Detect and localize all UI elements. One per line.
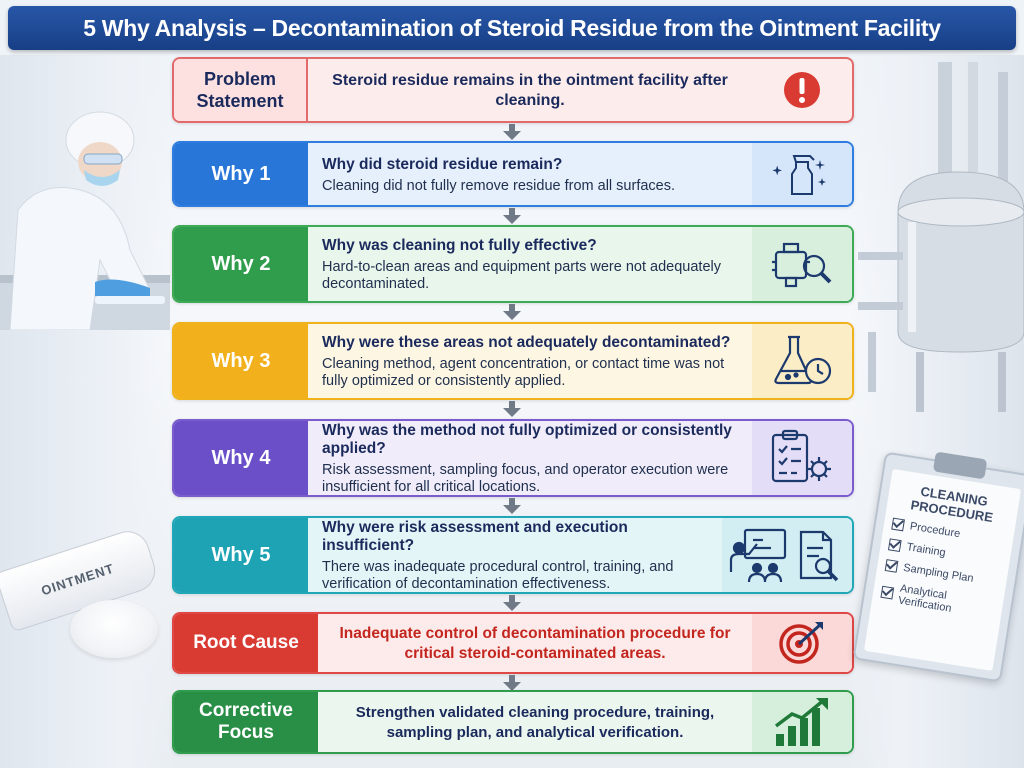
why-1-row: Why 1 Why did steroid residue remain? Cl… [172,141,854,207]
why-5-label: Why 5 [174,518,308,592]
checklist-gear-icon [752,421,852,495]
why-2-answer: Hard-to-clean areas and equipment parts … [322,259,721,292]
problem-statement-text: Steroid residue remains in the ointment … [332,72,728,109]
why-4-label: Why 4 [174,421,308,495]
clipboard-item: Analytical Verification [880,580,996,622]
problem-statement-label: Problem Statement [174,59,308,121]
why-2-label: Why 2 [174,227,308,301]
clipboard-item-label: Sampling Plan [902,561,975,585]
corrective-focus-label: Corrective Focus [174,692,318,752]
root-cause-row: Root Cause Inadequate control of deconta… [172,612,854,674]
why-3-content: Why were these areas not adequately deco… [308,324,752,398]
title-bar: 5 Why Analysis – Decontamination of Ster… [8,6,1016,50]
why-5-content: Why were risk assessment and execution i… [308,518,722,592]
why-2-question: Why was cleaning not fully effective? [322,237,597,254]
why-3-question: Why were these areas not adequately deco… [322,334,731,351]
why-1-label: Why 1 [174,143,308,205]
technician-illustration [0,100,170,330]
growth-chart-icon [752,692,852,752]
why-3-row: Why 3 Why were these areas not adequatel… [172,322,854,400]
flow-arrow [503,595,521,611]
why-3-label: Why 3 [174,324,308,398]
clipboard-item-label: Procedure [909,520,962,541]
spray-bottle-icon [752,143,852,205]
clipboard-item-label: Training [905,541,947,560]
flow-arrow [503,124,521,140]
page-title: 5 Why Analysis – Decontamination of Ster… [83,14,941,41]
flow-arrow [503,498,521,514]
root-cause-label: Root Cause [174,614,318,672]
why-1-question: Why did steroid residue remain? [322,155,563,173]
root-cause-content: Inadequate control of decontamination pr… [318,614,752,672]
checkbox-icon [884,559,899,573]
why-5-question: Why were risk assessment and execution i… [322,519,628,554]
flask-clock-icon [752,324,852,398]
why-4-content: Why was the method not fully optimized o… [308,421,752,495]
why-5-answer: There was inadequate procedural control,… [322,559,674,592]
steel-tank-illustration [858,62,1024,422]
problem-statement-row: Problem Statement Steroid residue remain… [172,57,854,123]
target-icon [752,614,852,672]
flow-arrow [503,304,521,320]
problem-statement-content: Steroid residue remains in the ointment … [308,59,752,121]
clipboard-paper: CLEANING PROCEDURE Procedure Training Sa… [863,468,1022,671]
why-5-row: Why 5 Why were risk assessment and execu… [172,516,854,594]
why-4-question: Why was the method not fully optimized o… [322,422,732,457]
corrective-focus-row: Corrective Focus Strengthen validated cl… [172,690,854,754]
why-1-content: Why did steroid residue remain? Cleaning… [308,143,752,205]
ointment-cream-dollop [70,600,158,658]
corrective-focus-text: Strengthen validated cleaning procedure,… [355,704,715,741]
why-4-row: Why 4 Why was the method not fully optim… [172,419,854,497]
flow-arrow [503,675,521,691]
clipboard-item-label: Analytical Verification [897,582,953,615]
why-4-answer: Risk assessment, sampling focus, and ope… [322,462,729,495]
why-3-answer: Cleaning method, agent concentration, or… [322,356,725,389]
training-document-icon [722,518,852,592]
why-2-content: Why was cleaning not fully effective? Ha… [308,227,752,301]
corrective-focus-content: Strengthen validated cleaning procedure,… [318,692,752,752]
checkbox-icon [891,517,905,532]
flow-arrow [503,401,521,417]
why-1-answer: Cleaning did not fully remove residue fr… [322,177,675,194]
checkbox-icon [887,538,902,553]
checkbox-icon [880,585,895,600]
ointment-tube-label: OINTMENT [39,560,116,598]
equipment-magnifier-icon [752,227,852,301]
flow-arrow [503,208,521,224]
exclamation-icon [752,59,852,121]
why-2-row: Why 2 Why was cleaning not fully effecti… [172,225,854,303]
root-cause-text: Inadequate control of decontamination pr… [339,625,731,662]
